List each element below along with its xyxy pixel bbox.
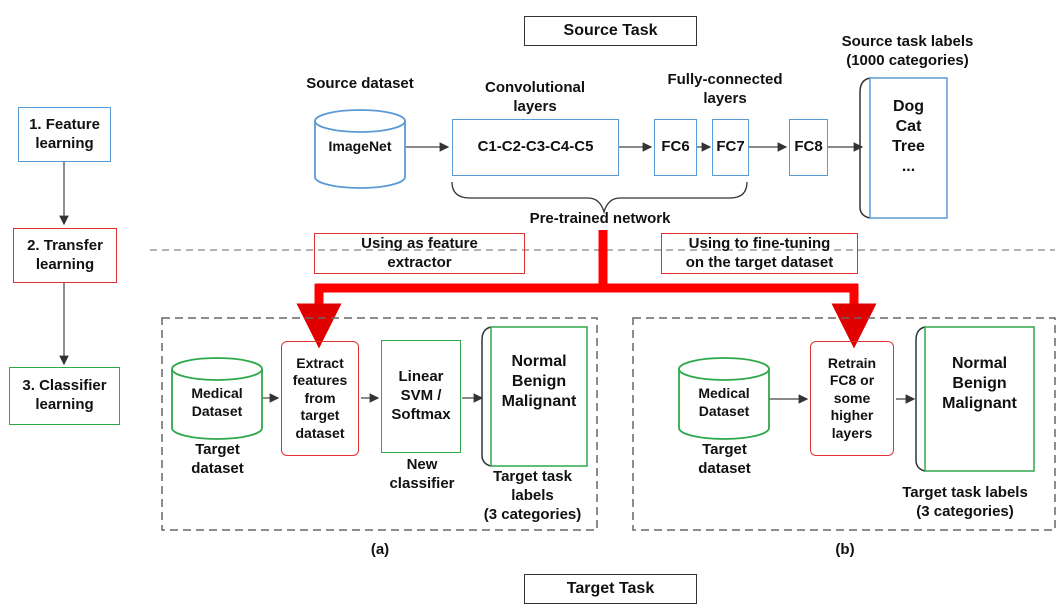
conv-box: C1-C2-C3-C4-C5 [452, 119, 619, 176]
panel-b-dataset-text: Medical Dataset [698, 385, 750, 419]
new-classifier-caption: New classifier [389, 456, 455, 492]
panel-b-labels-caption: Target task labels (3 categories) [902, 484, 1028, 520]
linear-svm-box: Linear SVM / Softmax [381, 340, 461, 453]
source-labels-title: Source task labels (1000 categories) [841, 33, 974, 69]
fc8-box: FC8 [789, 119, 828, 176]
panel-a-labels-caption: Target task labels (3 categories) [483, 468, 582, 523]
cylinder-imagenet [314, 109, 406, 189]
target-labels-stack-b [915, 326, 1035, 472]
conv-layers-label: Convolutional layers [485, 79, 585, 115]
source-dataset-label: Source dataset [306, 75, 414, 92]
source-labels-text: Dog Cat Tree ... [892, 98, 925, 175]
pretrained-brace [451, 181, 748, 215]
fc6-box: FC6 [654, 119, 697, 176]
source-labels-stack [859, 77, 948, 219]
panel-b-labels-text: Normal Benign Malignant [942, 355, 1017, 412]
cylinder-medical-a [171, 357, 263, 440]
source-task-title: Source Task [524, 16, 697, 46]
fc7-box: FC7 [712, 119, 749, 176]
panel-b-dataset-caption: Target dataset [698, 441, 751, 477]
fc-layers-label: Fully-connected layers [667, 71, 783, 107]
extract-features-box: Extract features from target dataset [281, 341, 359, 456]
step-classifier-learning: 3. Classifier learning [9, 367, 120, 425]
retrain-box: Retrain FC8 or some higher layers [810, 341, 894, 456]
panel-a-tag: (a) [370, 541, 390, 558]
panel-b-tag: (b) [835, 541, 855, 558]
target-task-title: Target Task [524, 574, 697, 604]
panel-a-frame [161, 317, 598, 531]
panel-a-dataset-text: Medical Dataset [191, 385, 243, 419]
panel-a-labels-text: Normal Benign Malignant [501, 353, 577, 410]
step-transfer-learning: 2. Transfer learning [13, 228, 117, 283]
pretrained-network-label: Pre-trained network [529, 210, 671, 227]
mode-feature-extractor: Using as feature extractor [314, 233, 525, 274]
imagenet-text: ImageNet [328, 138, 392, 154]
mode-fine-tuning: Using to fine-tuning on the target datas… [661, 233, 858, 274]
step-feature-learning: 1. Feature learning [18, 107, 111, 162]
cylinder-medical-b [678, 357, 770, 440]
panel-a-dataset-caption: Target dataset [191, 441, 244, 477]
panel-b-frame [632, 317, 1056, 531]
target-labels-stack-a [481, 326, 588, 467]
